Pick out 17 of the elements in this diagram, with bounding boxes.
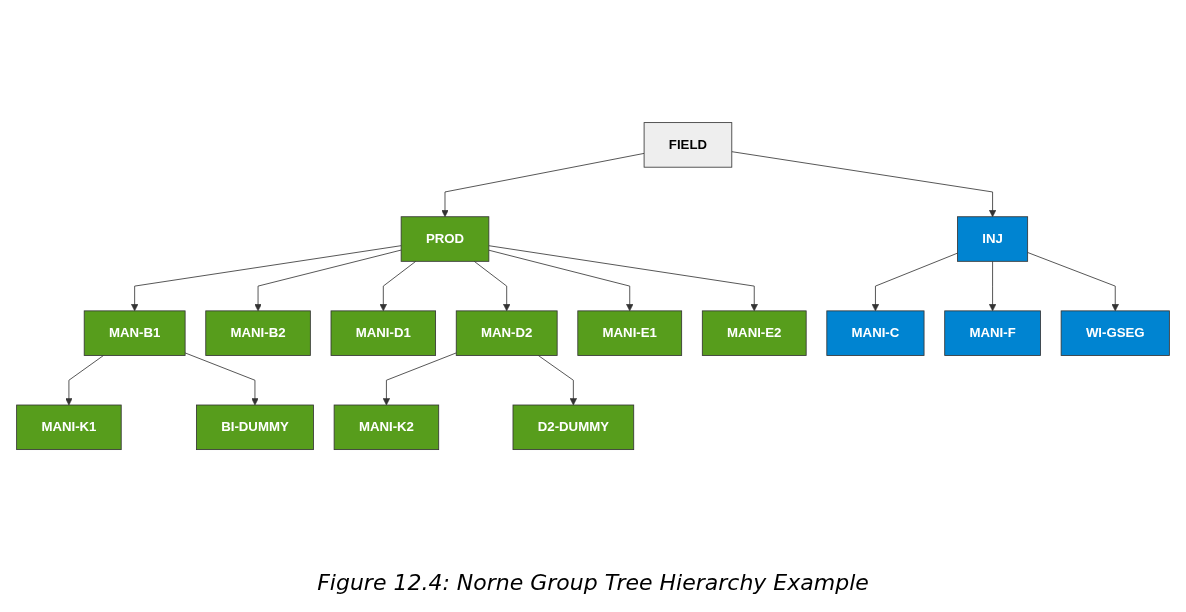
node-box: PROD bbox=[400, 216, 490, 262]
node-box: MANI-C bbox=[826, 310, 925, 356]
node-box: WI-GSEG bbox=[1060, 310, 1170, 356]
node-box: MANI-K1 bbox=[16, 404, 122, 450]
node-box: MANI-E2 bbox=[701, 310, 807, 356]
node-box: MANI-K2 bbox=[333, 404, 440, 450]
figure-caption: Figure 12.4: Norne Group Tree Hierarchy Example bbox=[317, 570, 869, 595]
node-box: BI-DUMMY bbox=[196, 404, 314, 450]
node-box: MAN-B1 bbox=[83, 310, 186, 356]
node-box: MANI-E1 bbox=[577, 310, 683, 356]
node-box: MANI-F bbox=[944, 310, 1041, 356]
node-box: D2-DUMMY bbox=[512, 404, 635, 450]
node-box: FIELD bbox=[643, 122, 733, 168]
node-box: MANI-B2 bbox=[205, 310, 311, 356]
node-box: INJ bbox=[957, 216, 1029, 262]
node-box: MANI-D1 bbox=[330, 310, 436, 356]
node-box: MAN-D2 bbox=[455, 310, 558, 356]
